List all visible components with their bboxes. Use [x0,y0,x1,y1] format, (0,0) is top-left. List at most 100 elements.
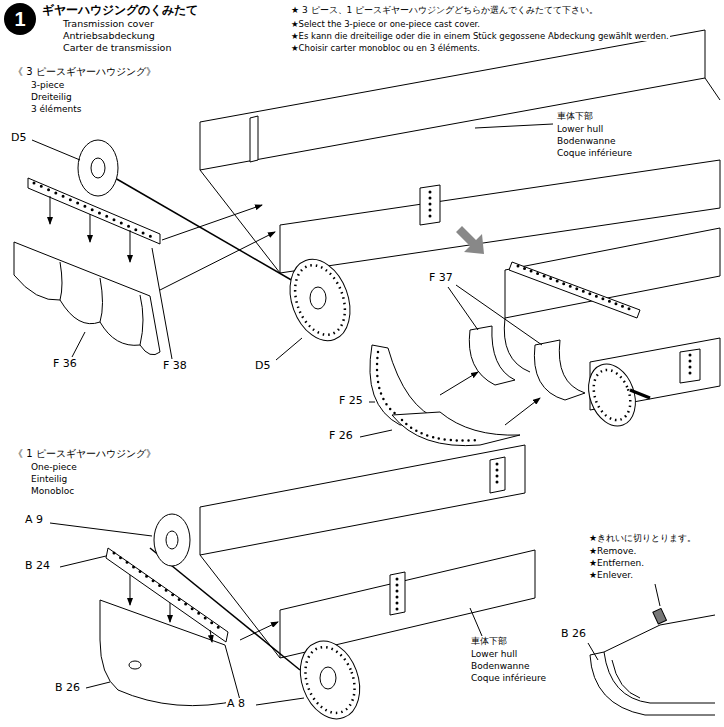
leader-line [360,430,392,437]
housing-edge [504,318,530,372]
rivet-panel [250,116,258,162]
part-number: B 26 [560,628,587,640]
part-number: F 37 [428,272,454,284]
fit-arrow [210,630,212,642]
d5-cover [580,357,643,432]
hull-far-wall [200,30,705,170]
fit-arrow [505,398,540,425]
step-number: 1 [4,3,36,35]
b26-detail [590,655,715,715]
subtitle: Transmission cover [62,19,155,29]
fit-arrow [90,214,91,242]
a8-cover [290,633,370,727]
fit-arrow [130,575,131,605]
cover-seam [60,262,143,345]
b26-detail [604,652,715,703]
a9-cover [154,514,190,566]
leader-line [256,698,304,705]
subtitle: Carter de transmission [62,43,172,53]
rivet-panel [490,457,505,493]
note: ★Choisir carter monobloc ou en 3 élément… [290,44,481,53]
fit-arrow [240,622,278,640]
leader-line [655,584,660,606]
rivets [396,579,399,610]
leader-line [32,140,80,160]
d5-hub [310,287,326,309]
step-title: ギヤーハウジングのくみたて [42,4,198,17]
part-label: Bodenwanne [556,137,616,147]
leader-line [369,402,375,403]
part-label: 車体下部 [556,112,594,122]
part-number: F 38 [162,360,188,372]
part-number: D5 [10,132,27,144]
note: ★きれいに切りとります。 [588,534,697,544]
rivet-strip [509,262,640,318]
leader-line [448,287,478,330]
rivet-panel [390,572,405,615]
bolt-holes [402,420,478,441]
part-number: B 24 [24,560,51,572]
rivets [689,355,692,378]
bolt-ring [297,640,363,720]
f37-piece [469,326,515,385]
b26-cover [100,600,240,706]
rivet-panel [420,185,440,225]
f36-cover [14,242,160,355]
step-arrow [456,226,484,254]
part-label: Lower hull [556,125,604,135]
a9-hub [166,531,178,549]
d5-cover [78,140,118,196]
subtitle: Antriebsabdeckung [62,31,156,41]
a8-hub [320,667,336,689]
b26-detail [612,660,640,698]
part-label: Coque inférieure [556,149,633,159]
rivets [496,464,499,488]
fit-arrow [160,232,275,290]
hull-far-wall [505,228,720,318]
leader-line [72,332,85,357]
fit-arrow [50,196,51,224]
leader-line [86,682,110,688]
part-number: A 9 [24,514,44,526]
option-heading: 《 3 ピースギヤーハウジング》 [12,66,157,77]
option-heading: Monobloc [30,487,75,497]
rivets [518,266,632,310]
step-number-text: 1 [14,9,25,29]
leader-line [456,285,542,345]
part-number: F 26 [328,430,354,442]
part-number: D5 [254,360,271,372]
note: ★Es kann die dreiteilige oder die in ein… [290,32,670,41]
option-heading: Einteilig [30,475,68,485]
part-label: Coque inférieure [470,674,547,684]
option-heading: 3-piece [30,81,65,91]
leader-line [475,124,553,128]
bolt-holes [377,352,402,418]
f38-strip [28,178,160,244]
fit-arrow [162,205,262,240]
note: ★Remove. [588,547,637,557]
part-number: F 36 [52,358,78,370]
hull-floor-edge [200,170,280,273]
cover-boss [129,661,141,669]
part-number: B 26 [54,682,81,694]
f26-flange [392,412,520,446]
option-heading: One-piece [30,463,78,473]
part-label: 車体下部 [470,637,508,647]
rivet-panel [680,349,700,383]
part-number: F 25 [338,395,364,407]
b26-detail [590,615,715,655]
rivets [34,183,154,238]
leader-line [276,338,302,360]
option-heading: Dreiteilig [30,93,73,103]
d5-cover [279,251,360,349]
part-number: A 8 [226,698,246,710]
axle [630,390,650,398]
fit-arrow [130,230,131,262]
option-heading: 《 1 ピースギヤーハウジング》 [12,448,157,459]
hull-far-wall [200,445,525,555]
f37-piece [534,340,585,400]
rivets [429,192,432,220]
bolt-ring [587,365,637,425]
note: ★ 3 ピース、1 ピースギヤーハウジングどちらか選んでくみたてて下さい。 [290,6,599,16]
